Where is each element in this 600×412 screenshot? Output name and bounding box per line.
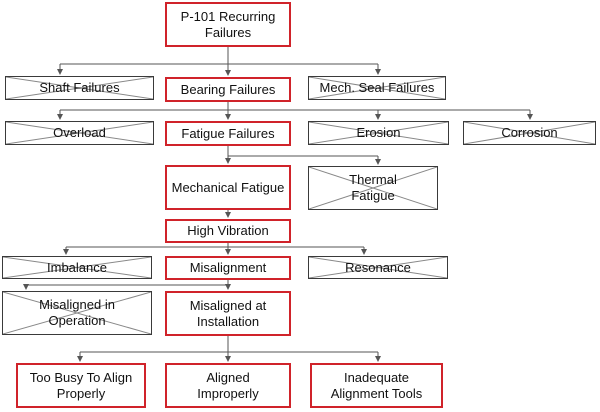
ruled-out-cross-icon bbox=[309, 257, 447, 278]
node-erosion: Erosion bbox=[308, 121, 449, 145]
node-fatigue-failures: Fatigue Failures bbox=[165, 121, 291, 146]
node-bearing-failures-label: Bearing Failures bbox=[180, 81, 276, 97]
ruled-out-cross-icon bbox=[3, 292, 151, 334]
ruled-out-cross-icon bbox=[309, 122, 448, 144]
node-shaft-failures: Shaft Failures bbox=[5, 76, 154, 100]
ruled-out-cross-icon bbox=[6, 122, 153, 144]
node-aligned-improperly-label: Aligned Improperly bbox=[197, 369, 259, 401]
node-inadequate-tools-label: Inadequate Alignment Tools bbox=[330, 369, 423, 401]
node-shaft-failures-label: Shaft Failures bbox=[39, 80, 120, 95]
node-thermal-fatigue-label: Thermal Fatigue bbox=[349, 172, 397, 203]
ruled-out-cross-icon bbox=[3, 257, 151, 278]
node-resonance: Resonance bbox=[308, 256, 448, 279]
ruled-out-cross-icon bbox=[309, 167, 437, 209]
node-seal-failures-label: Mech. Seal Failures bbox=[319, 80, 435, 95]
node-misalignment: Misalignment bbox=[165, 256, 291, 280]
node-too-busy-label: Too Busy To Align Properly bbox=[29, 369, 133, 401]
node-misaligned-operation: Misaligned in Operation bbox=[2, 291, 152, 335]
node-misaligned-operation-label: Misaligned in Operation bbox=[39, 297, 115, 328]
node-thermal-fatigue: Thermal Fatigue bbox=[308, 166, 438, 210]
node-aligned-improperly: Aligned Improperly bbox=[165, 363, 291, 408]
node-fatigue-failures-label: Fatigue Failures bbox=[181, 125, 275, 141]
ruled-out-cross-icon bbox=[6, 77, 153, 99]
node-inadequate-tools: Inadequate Alignment Tools bbox=[310, 363, 443, 408]
node-root-label: P-101 Recurring Failures bbox=[180, 8, 276, 40]
node-high-vibration-label: High Vibration bbox=[187, 223, 269, 238]
node-too-busy: Too Busy To Align Properly bbox=[16, 363, 146, 408]
ruled-out-cross-icon bbox=[464, 122, 595, 144]
node-overload: Overload bbox=[5, 121, 154, 145]
node-misaligned-installation-label: Misaligned at Installation bbox=[189, 297, 267, 329]
node-misalignment-label: Misalignment bbox=[189, 260, 267, 275]
node-high-vibration: High Vibration bbox=[165, 219, 291, 243]
node-corrosion-label: Corrosion bbox=[501, 125, 558, 140]
node-bearing-failures: Bearing Failures bbox=[165, 77, 291, 102]
node-seal-failures: Mech. Seal Failures bbox=[308, 76, 446, 100]
node-overload-label: Overload bbox=[53, 125, 106, 140]
node-mechanical-fatigue-label: Mechanical Fatigue bbox=[171, 179, 285, 195]
node-corrosion: Corrosion bbox=[463, 121, 596, 145]
node-mechanical-fatigue: Mechanical Fatigue bbox=[165, 165, 291, 210]
ruled-out-cross-icon bbox=[309, 77, 445, 99]
node-root: P-101 Recurring Failures bbox=[165, 2, 291, 47]
node-misaligned-installation: Misaligned at Installation bbox=[165, 291, 291, 336]
node-imbalance-label: Imbalance bbox=[47, 259, 107, 275]
node-erosion-label: Erosion bbox=[356, 125, 401, 140]
node-resonance-label: Resonance bbox=[345, 259, 411, 275]
node-imbalance: Imbalance bbox=[2, 256, 152, 279]
